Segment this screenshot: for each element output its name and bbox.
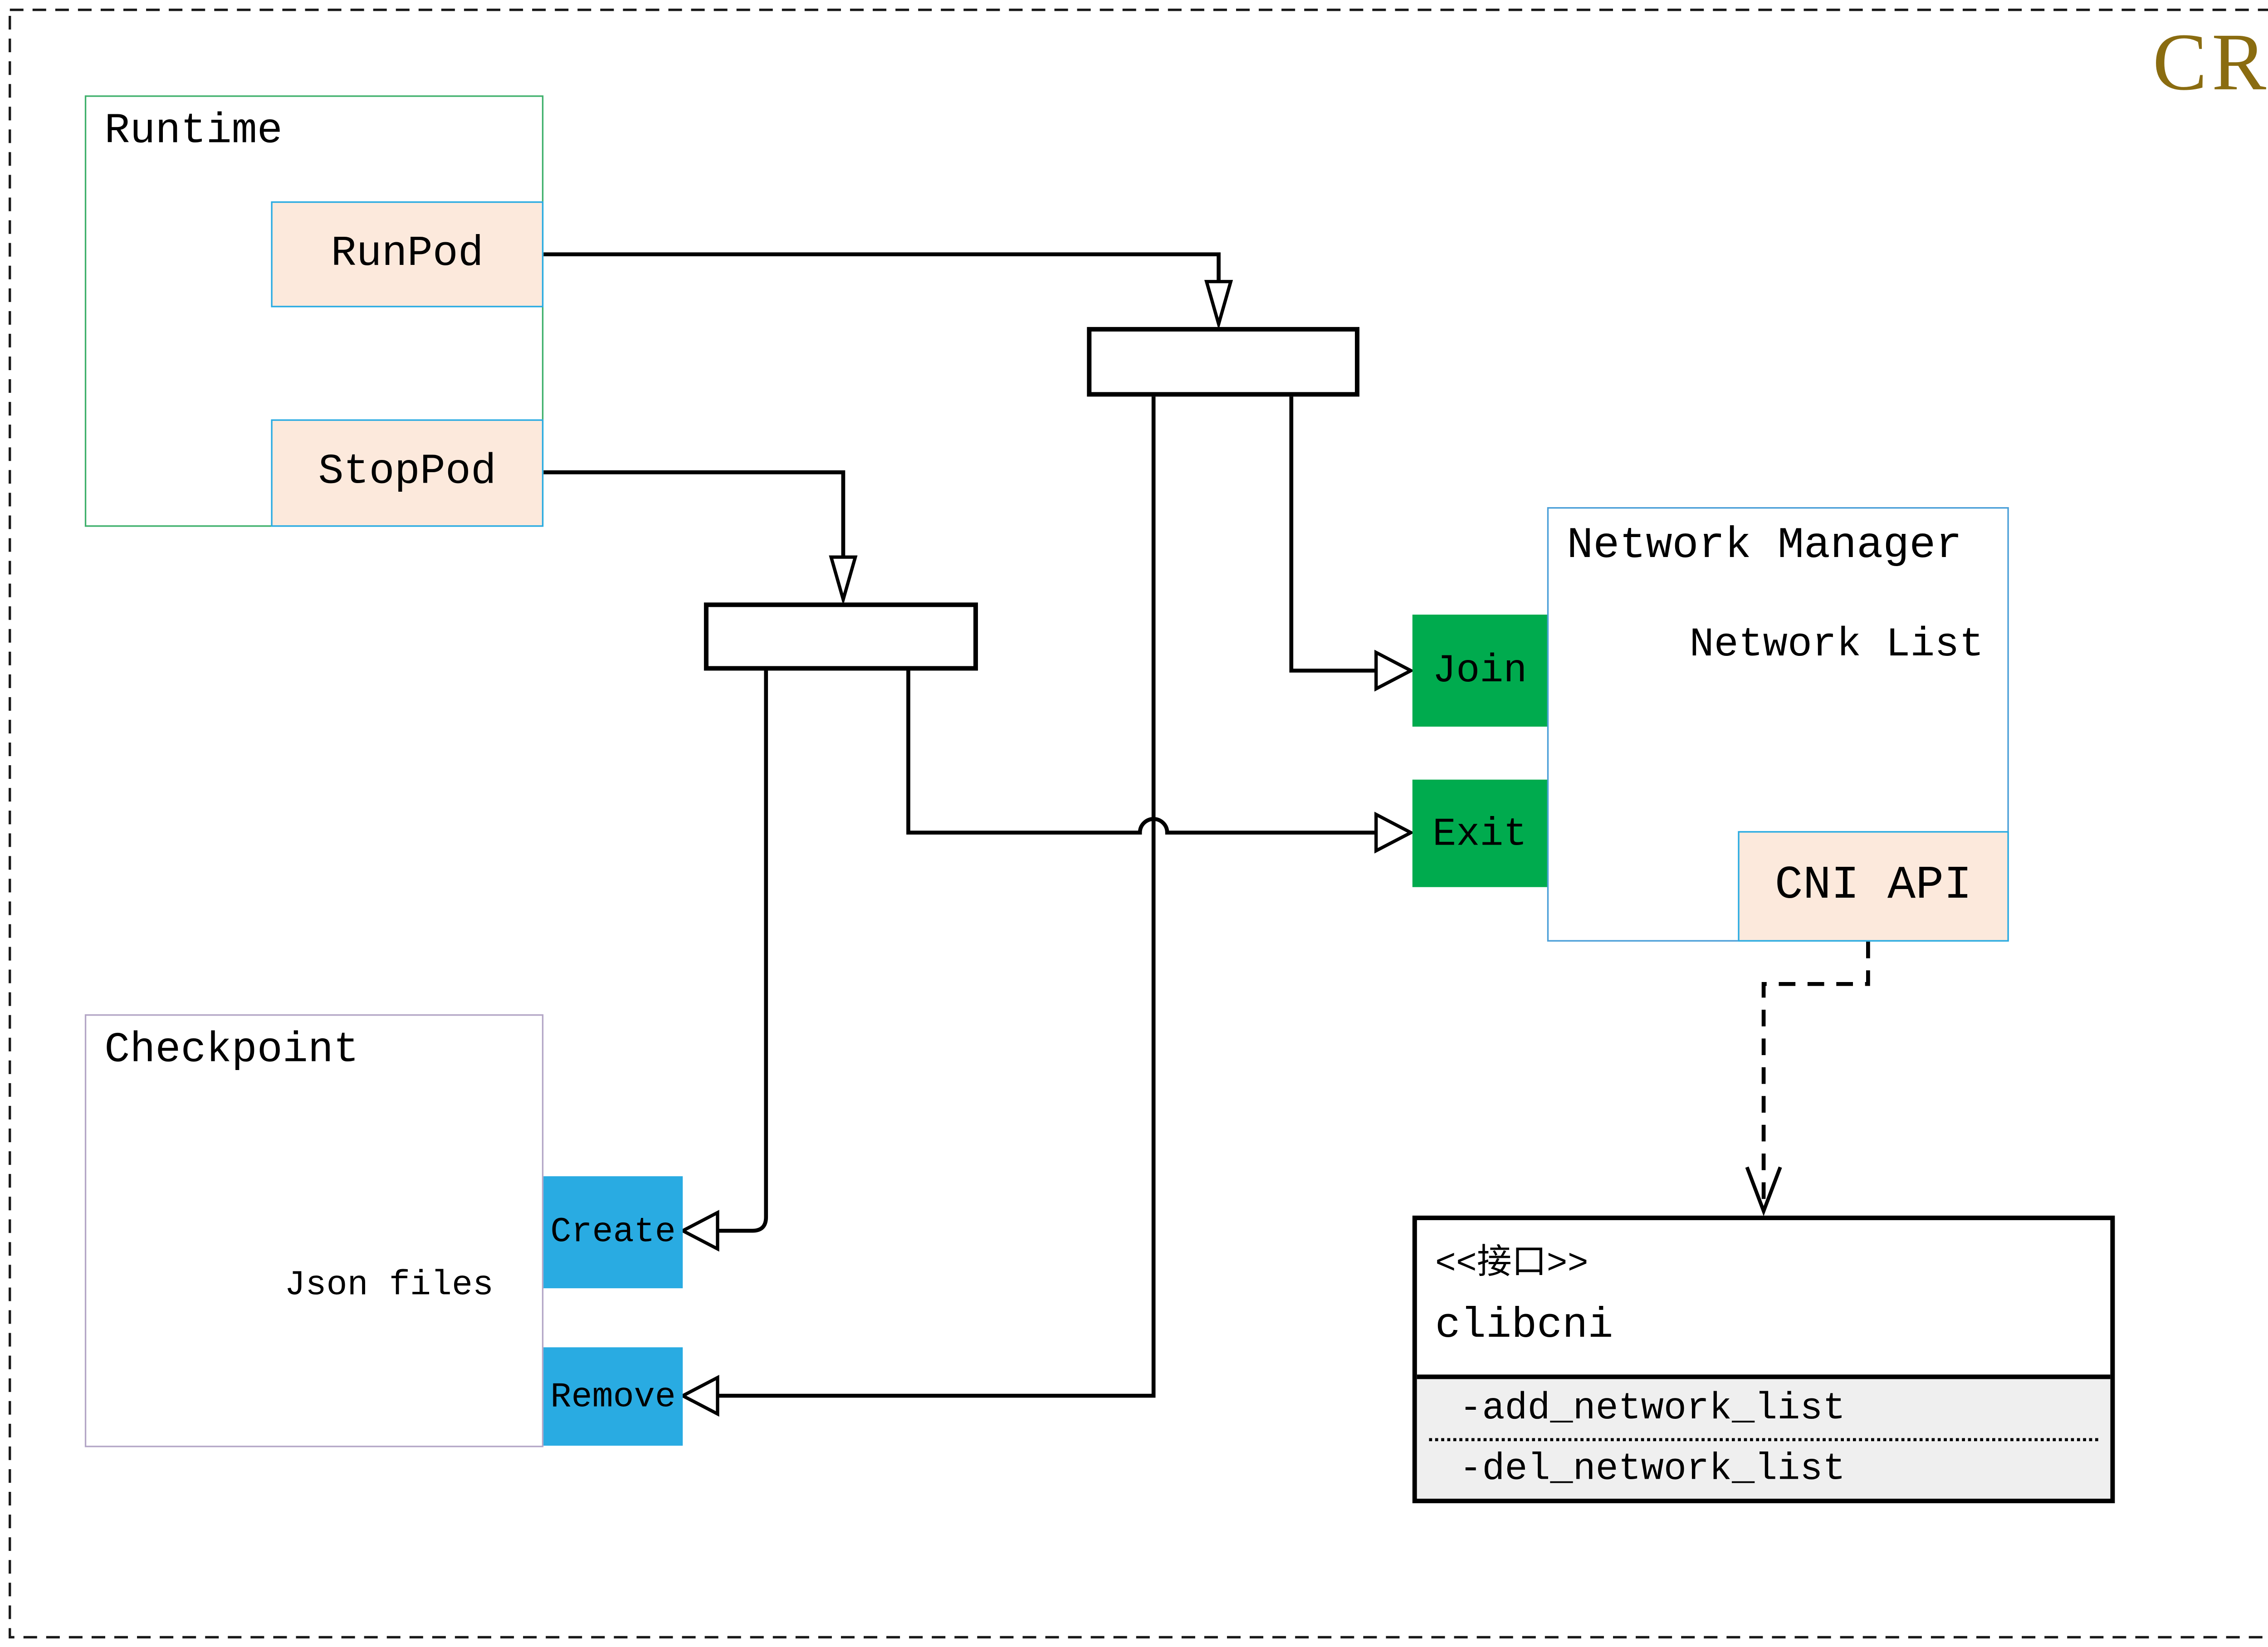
interface-stereotype: <<接口>> xyxy=(1435,1244,1589,1284)
runpod-label: RunPod xyxy=(331,230,484,278)
join-label: Join xyxy=(1432,648,1527,694)
method-add-network-list: -add_network_list xyxy=(1459,1386,1846,1431)
method-del-network-list: -del_network_list xyxy=(1459,1447,1846,1492)
triangle-arrowhead-right-join-icon xyxy=(1374,650,1415,692)
remove-label: Remove xyxy=(550,1377,676,1417)
clibcni-interface-box: <<接口>> clibcni -add_network_list -del_ne… xyxy=(1412,1215,2115,1504)
network-manager-title: Network Manager xyxy=(1567,521,1962,571)
cniapi-to-clibcni-dashed-connector xyxy=(1761,941,1870,1210)
bar2-to-create-connector xyxy=(717,670,768,1233)
interface-name: clibcni xyxy=(1435,1303,1613,1350)
page-dashed-border xyxy=(9,9,2268,1639)
remove-button[interactable]: Remove xyxy=(543,1347,683,1446)
connector-bar-top xyxy=(1087,327,1359,397)
json-files-label: Json files xyxy=(284,1266,494,1305)
exit-button[interactable]: Exit xyxy=(1412,779,1547,887)
cni-api-button[interactable]: CNI API xyxy=(1738,831,2009,942)
diagram-title: CRI xyxy=(2152,16,2268,108)
stoppod-button[interactable]: StopPod xyxy=(271,419,544,527)
stoppod-to-bar2-connector xyxy=(543,470,846,557)
bar1-to-join-connector xyxy=(1289,396,1376,673)
runpod-button[interactable]: RunPod xyxy=(271,201,544,308)
join-button[interactable]: Join xyxy=(1412,614,1547,727)
stoppod-label: StopPod xyxy=(318,450,497,497)
exit-label: Exit xyxy=(1432,811,1527,856)
open-arrowhead-down-bar2-icon xyxy=(829,555,858,606)
bar2-to-exit-connector xyxy=(906,670,1376,835)
triangle-arrowhead-right-exit-icon xyxy=(1374,811,1415,854)
runtime-title: Runtime xyxy=(104,109,283,156)
connector-bar-middle xyxy=(704,602,978,671)
clibcni-header-section: <<接口>> clibcni xyxy=(1417,1220,2111,1374)
triangle-arrowhead-left-create-icon xyxy=(679,1210,719,1252)
open-vee-arrowhead-clibcni-icon xyxy=(1745,1166,1782,1217)
create-button[interactable]: Create xyxy=(543,1176,683,1289)
cni-api-label: CNI API xyxy=(1774,860,1972,913)
runpod-to-bar1-connector xyxy=(543,252,1221,282)
network-list-label: Network List xyxy=(1689,624,1984,670)
bar1-to-remove-connector xyxy=(717,396,1156,1398)
checkpoint-title: Checkpoint xyxy=(104,1028,359,1075)
checkpoint-container: Checkpoint xyxy=(84,1014,544,1447)
triangle-arrowhead-left-remove-icon xyxy=(679,1374,719,1417)
open-arrowhead-down-bar1-icon xyxy=(1204,280,1233,330)
method-divider xyxy=(1429,1437,2098,1441)
create-label: Create xyxy=(550,1212,676,1252)
clibcni-methods-section: -add_network_list -del_network_list xyxy=(1417,1374,2111,1499)
